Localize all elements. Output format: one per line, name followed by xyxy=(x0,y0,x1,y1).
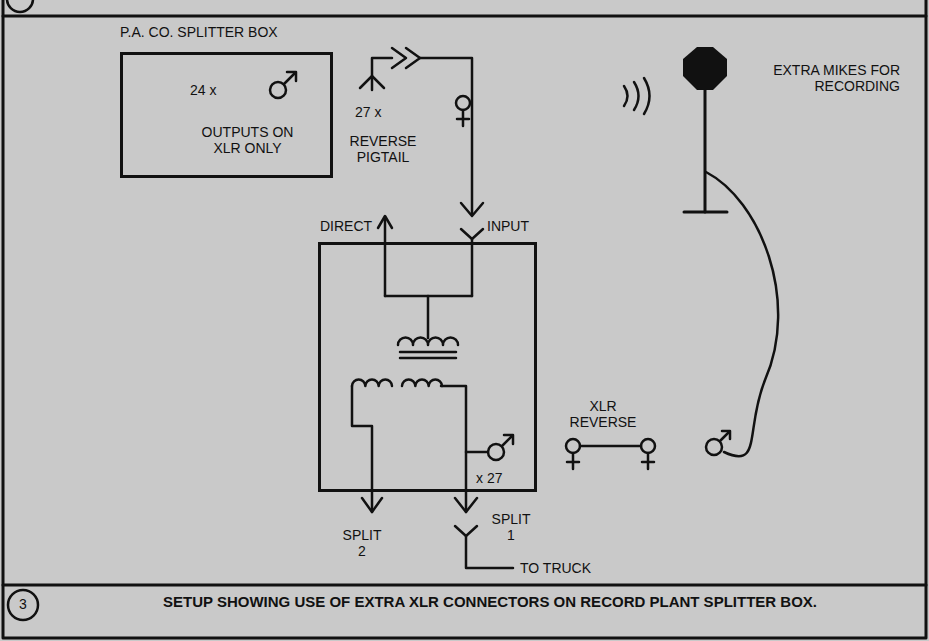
part-label: EXTRA MIKES FOR RECORDING xyxy=(765,62,900,94)
splitter-box: P.A. CO. SPLITTER BOX24 xOUTPUTS ON XLR … xyxy=(120,52,333,178)
callout-number: 3 xyxy=(13,596,33,612)
part-label: REVERSE PIGTAIL xyxy=(340,133,426,165)
female-xlr-symbol xyxy=(457,118,469,121)
box-text: OUTPUTS ON XLR ONLY xyxy=(190,124,305,156)
male-xlr-symbol xyxy=(504,435,513,444)
mic-stand xyxy=(704,88,707,212)
wire xyxy=(352,386,372,512)
microphone xyxy=(683,47,727,90)
male-xlr-symbol xyxy=(284,73,295,84)
frame-divider xyxy=(3,584,926,587)
transformer-secondary xyxy=(352,380,392,386)
transformer-primary xyxy=(398,338,458,345)
male-xlr-symbol xyxy=(287,72,296,81)
fanout-symbol xyxy=(360,76,384,88)
connector-symbol xyxy=(461,203,483,216)
frame xyxy=(3,0,926,638)
part-label: XLR REVERSE xyxy=(567,398,639,430)
wire xyxy=(420,58,472,214)
connector-symbol xyxy=(392,48,406,68)
callout-circle xyxy=(8,590,38,620)
connector-symbol xyxy=(455,526,477,536)
part-label: 27 x xyxy=(355,104,381,120)
part-label: DIRECT xyxy=(320,218,372,234)
wire xyxy=(441,386,466,512)
arrow-head xyxy=(378,216,392,228)
part-label: SPLIT 1 xyxy=(489,511,533,543)
wire xyxy=(580,445,641,448)
mic-stand xyxy=(684,211,727,214)
transformer-core xyxy=(400,351,456,354)
part-label: INPUT xyxy=(487,218,529,234)
mic-cable xyxy=(706,172,778,456)
male-xlr-symbol xyxy=(502,436,512,446)
wire xyxy=(427,296,430,338)
wire xyxy=(466,536,513,568)
male-xlr-symbol xyxy=(720,432,729,441)
wire xyxy=(466,451,488,454)
female-xlr-symbol xyxy=(641,439,655,453)
box-text: x 27 xyxy=(476,470,502,486)
transformer-secondary xyxy=(402,380,442,386)
callout-circle xyxy=(7,0,33,12)
frame-divider xyxy=(3,15,926,18)
wire xyxy=(471,239,474,296)
female-xlr-symbol xyxy=(456,96,470,110)
female-xlr-symbol xyxy=(567,461,579,464)
connector-symbol xyxy=(362,498,382,512)
connector-symbol xyxy=(461,229,483,239)
connector-symbol xyxy=(455,498,477,512)
connector-symbol xyxy=(406,48,420,68)
male-xlr-symbol xyxy=(722,431,730,439)
box-heading: P.A. CO. SPLITTER BOX xyxy=(120,24,278,40)
female-xlr-symbol xyxy=(642,461,654,464)
transformer-core xyxy=(400,357,456,360)
female-xlr-symbol xyxy=(566,439,580,453)
part-label: SPLIT 2 xyxy=(340,527,384,559)
box-text: 24 x xyxy=(190,82,216,98)
sound-waves xyxy=(624,78,650,114)
part-label: TO TRUCK xyxy=(520,560,591,576)
transformer-box: x 27 xyxy=(318,242,537,492)
wire xyxy=(384,217,387,296)
figure-caption: SETUP SHOWING USE OF EXTRA XLR CONNECTOR… xyxy=(80,593,900,610)
